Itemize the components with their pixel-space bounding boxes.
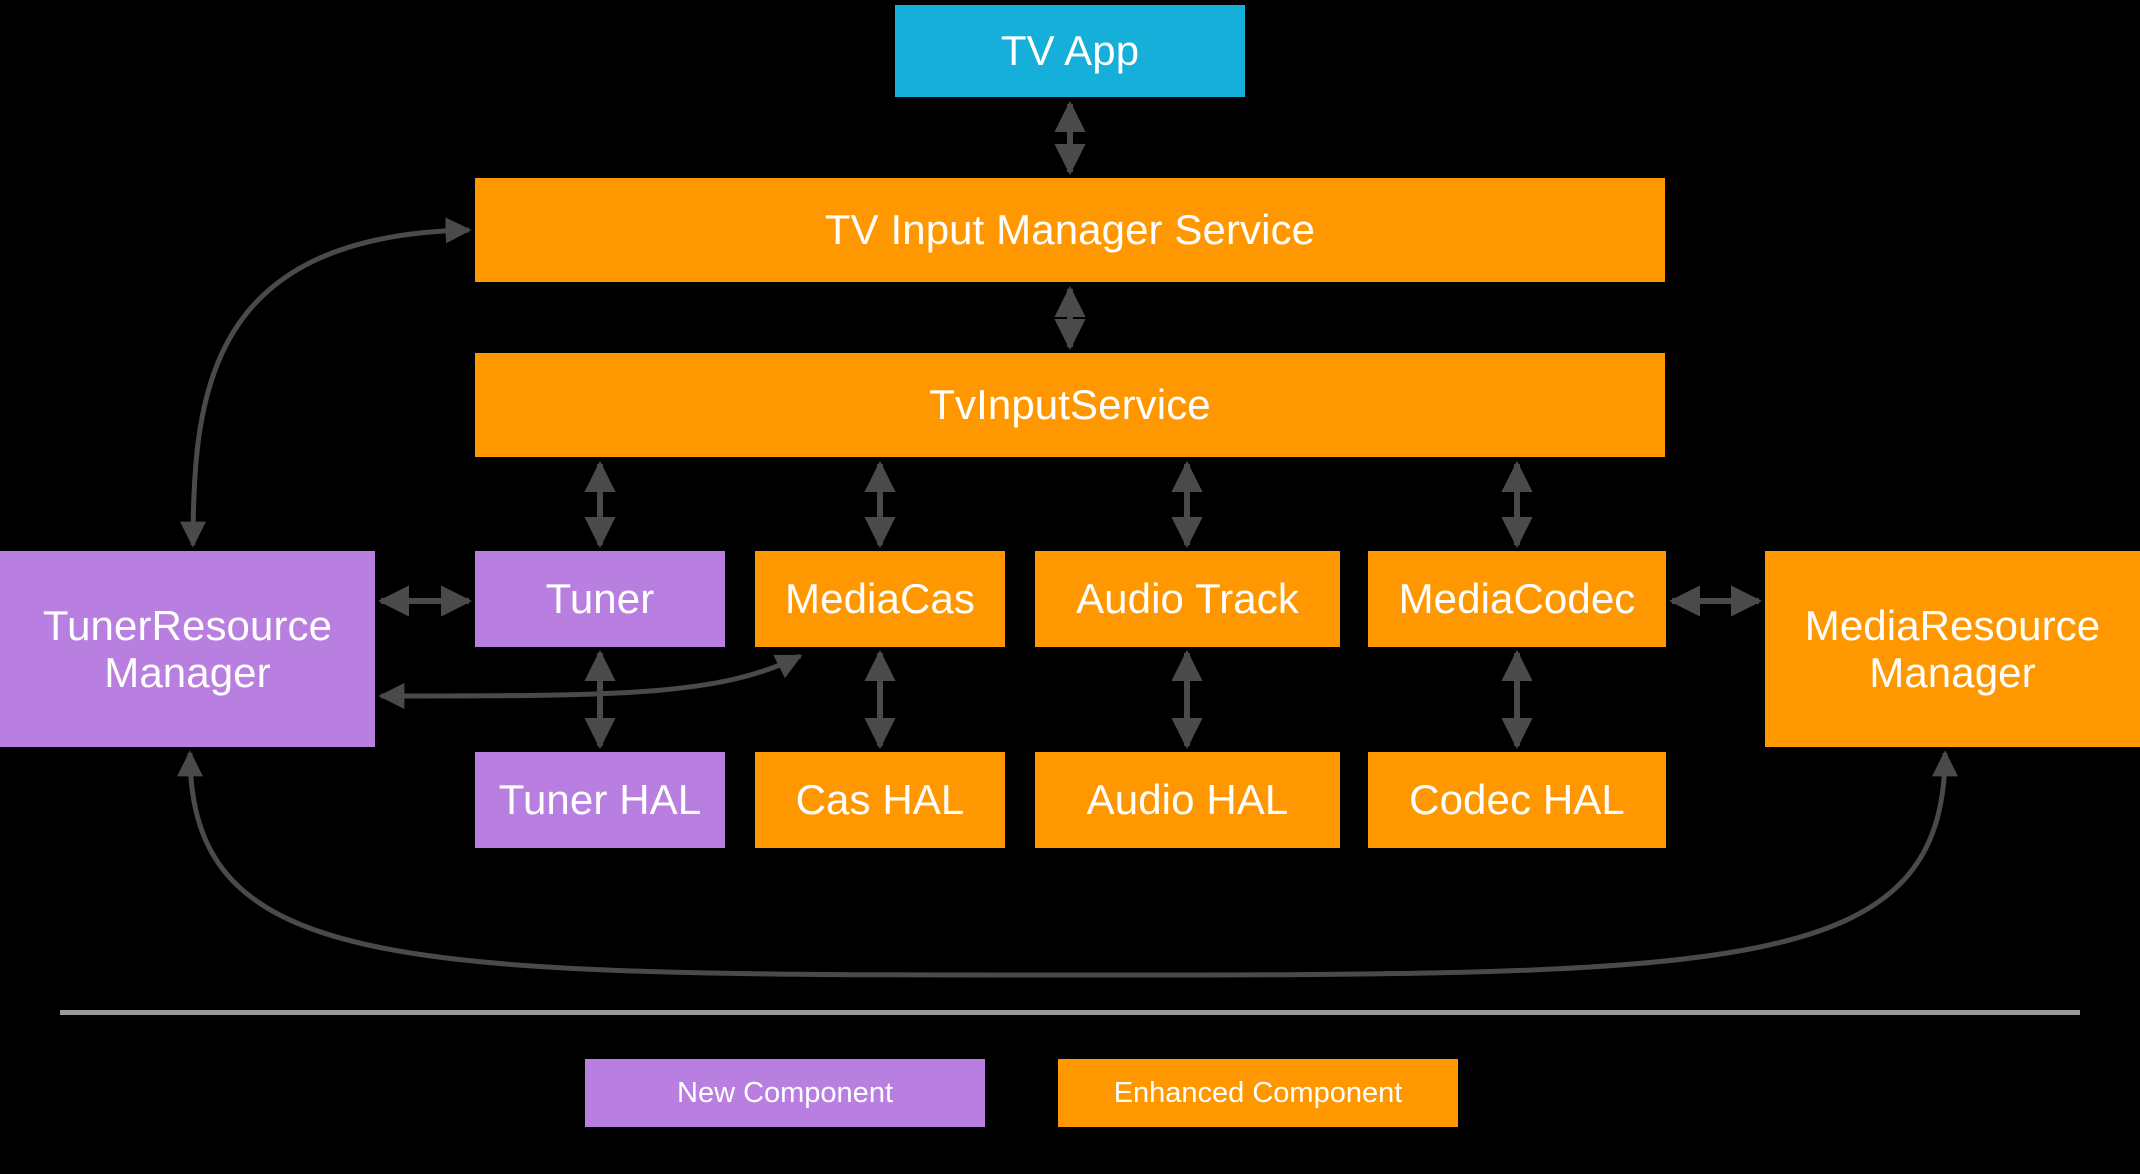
node-media_cas[interactable]: MediaCas: [755, 551, 1005, 647]
node-tv_app[interactable]: TV App: [895, 5, 1245, 97]
node-tuner[interactable]: Tuner: [475, 551, 725, 647]
node-audio_hal[interactable]: Audio HAL: [1035, 752, 1340, 848]
legend-divider: [60, 1010, 2080, 1015]
node-media_res_mgr[interactable]: MediaResource Manager: [1765, 551, 2140, 747]
legend-enhanced: Enhanced Component: [1058, 1059, 1458, 1127]
node-tv_input_service[interactable]: TvInputService: [475, 353, 1665, 457]
node-cas_hal[interactable]: Cas HAL: [755, 752, 1005, 848]
node-codec_hal[interactable]: Codec HAL: [1368, 752, 1666, 848]
node-tv_input_manager[interactable]: TV Input Manager Service: [475, 178, 1665, 282]
node-tuner_hal[interactable]: Tuner HAL: [475, 752, 725, 848]
legend-new: New Component: [585, 1059, 985, 1127]
edge-tunerresourcemanager-tvinputmanager: [180, 217, 472, 548]
edge-tunerresourcemanager-mediacas: [378, 653, 803, 709]
node-media_codec[interactable]: MediaCodec: [1368, 551, 1666, 647]
node-audio_track[interactable]: Audio Track: [1035, 551, 1340, 647]
node-tuner_res_mgr[interactable]: TunerResource Manager: [0, 551, 375, 747]
